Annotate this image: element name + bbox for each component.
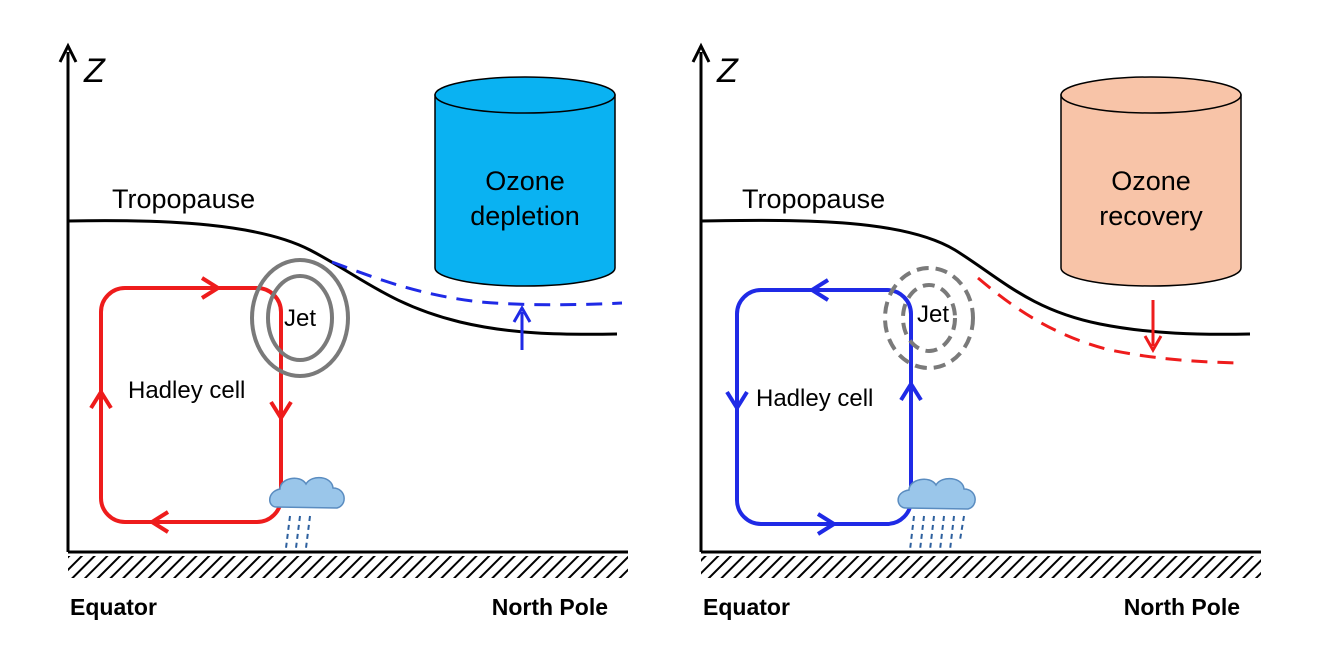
cylinder-label-line2: depletion bbox=[470, 201, 580, 231]
z-axis-arrowhead bbox=[691, 42, 711, 63]
hadley-cell-label: Hadley cell bbox=[128, 377, 245, 404]
tropopause-line bbox=[700, 218, 1251, 336]
hadley-arrow-top bbox=[200, 276, 222, 300]
cylinder-label-line1: Ozone bbox=[1111, 166, 1191, 196]
jet-outer-ring bbox=[883, 266, 975, 370]
z-axis-label: Z bbox=[83, 52, 106, 90]
cylinder-label-line2: recovery bbox=[1099, 201, 1203, 231]
rain-cloud-icon bbox=[897, 477, 976, 551]
jet-label: Jet bbox=[917, 301, 949, 328]
ozone-depletion-cylinder: Ozone depletion bbox=[434, 76, 616, 287]
cylinder-label-line1: Ozone bbox=[485, 166, 565, 196]
tropopause-label: Tropopause bbox=[742, 184, 885, 214]
hadley-arrow-left bbox=[725, 390, 749, 412]
hadley-arrow-left bbox=[89, 388, 113, 410]
jet-inner-ring bbox=[901, 283, 957, 353]
rain-cloud-icon bbox=[269, 476, 345, 549]
north-pole-label: North Pole bbox=[492, 594, 608, 620]
panel-left: Z Tropopause Ozone depletion Hadley cell… bbox=[58, 42, 628, 620]
equator-label: Equator bbox=[70, 594, 157, 620]
lowered-tropopause-dashed bbox=[977, 276, 1241, 365]
hadley-arrow-right bbox=[899, 380, 923, 402]
panel-right: Z Tropopause Ozone recovery Hadley cell … bbox=[691, 42, 1261, 620]
equator-label: Equator bbox=[703, 594, 790, 620]
hadley-cell-loop bbox=[99, 286, 283, 524]
hadley-arrow-bottom bbox=[148, 510, 170, 534]
ozone-recovery-cylinder: Ozone recovery bbox=[1060, 76, 1242, 287]
z-axis-arrowhead bbox=[58, 42, 78, 63]
hadley-arrow-right bbox=[269, 400, 293, 422]
ground-hatch bbox=[68, 556, 628, 578]
tropopause-rise-arrowhead bbox=[512, 304, 532, 323]
jet-outer-ring bbox=[250, 258, 350, 378]
hadley-arrow-top bbox=[808, 278, 830, 302]
jet-inner-ring bbox=[266, 274, 334, 362]
tropopause-line bbox=[67, 219, 618, 336]
tropopause-label: Tropopause bbox=[112, 184, 255, 214]
z-axis-label: Z bbox=[716, 52, 739, 90]
tropopause-fall-arrowhead bbox=[1143, 335, 1163, 354]
hadley-cell-label: Hadley cell bbox=[756, 385, 873, 412]
north-pole-label: North Pole bbox=[1124, 594, 1240, 620]
jet-label: Jet bbox=[284, 305, 316, 332]
hadley-arrow-bottom bbox=[816, 512, 838, 536]
ground-hatch bbox=[701, 556, 1261, 578]
